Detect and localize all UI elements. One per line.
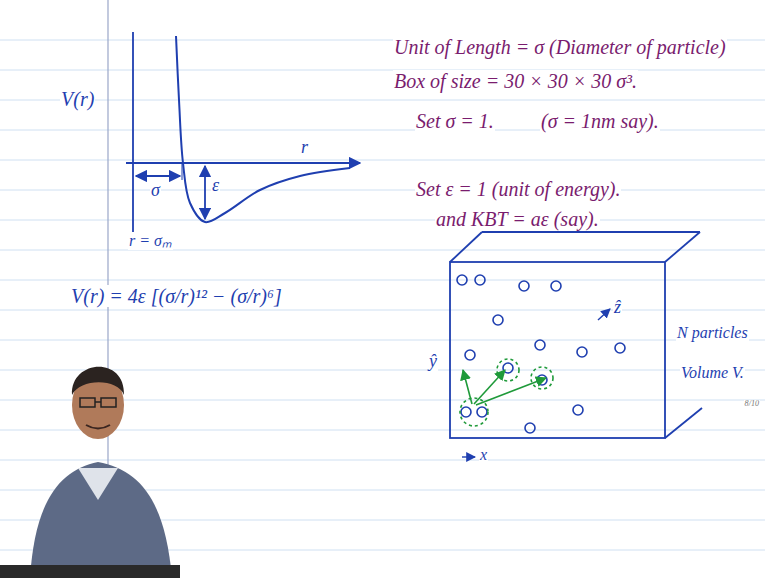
particle — [615, 343, 625, 353]
interaction-arrows — [460, 359, 553, 426]
note-text: Set σ = 1. — [415, 110, 495, 132]
note-text: (σ = 1nm say). — [540, 110, 660, 132]
axis-label: r — [300, 138, 309, 158]
ruling-line — [0, 100, 765, 101]
particle — [573, 405, 583, 415]
ruling-line — [0, 370, 765, 371]
formula: V(r) = 4ε [(σ/r)¹² − (σ/r)⁶] — [70, 285, 283, 307]
particle — [535, 340, 545, 350]
ruling-line — [0, 250, 765, 251]
note-text: N particles — [676, 324, 749, 342]
particle — [461, 407, 471, 417]
ruling-line — [0, 310, 765, 311]
particle — [493, 315, 503, 325]
ruling-line — [0, 70, 765, 71]
potential-plot — [126, 32, 360, 245]
particle — [477, 407, 487, 417]
particles — [457, 275, 625, 433]
note-text: and KBT = aε (say). — [435, 208, 600, 230]
ruling-line — [0, 460, 765, 461]
particle — [465, 350, 475, 360]
axis-label: x — [479, 446, 488, 464]
ruling-line — [0, 190, 765, 191]
ruling-line — [0, 280, 765, 281]
ruling-line — [0, 340, 765, 341]
axis-label: ŷ — [428, 352, 438, 372]
note-text: Unit of Length = σ (Diameter of particle… — [393, 36, 727, 58]
minimum-label: r = σₘ — [128, 232, 173, 250]
particle — [577, 347, 587, 357]
particle — [475, 275, 485, 285]
note-text: Volume V. — [680, 364, 745, 382]
axis-label: V(r) — [60, 88, 95, 110]
ruling-line — [0, 160, 765, 161]
particle — [525, 423, 535, 433]
simulation-box — [450, 232, 702, 457]
particle — [519, 281, 529, 291]
axis-label: ẑ — [613, 298, 622, 318]
particle — [457, 275, 467, 285]
ruling-line — [0, 220, 765, 221]
page-number: 8/10 — [744, 400, 760, 409]
lj-curve — [176, 36, 350, 222]
note-text: Set ε = 1 (unit of energy). — [415, 178, 621, 200]
particle — [551, 281, 561, 291]
note-text: Box of size = 30 × 30 × 30 σ³. — [393, 70, 638, 92]
lecturer — [0, 367, 180, 578]
sigma-label: σ — [150, 181, 161, 201]
epsilon-label: ε — [211, 176, 220, 196]
